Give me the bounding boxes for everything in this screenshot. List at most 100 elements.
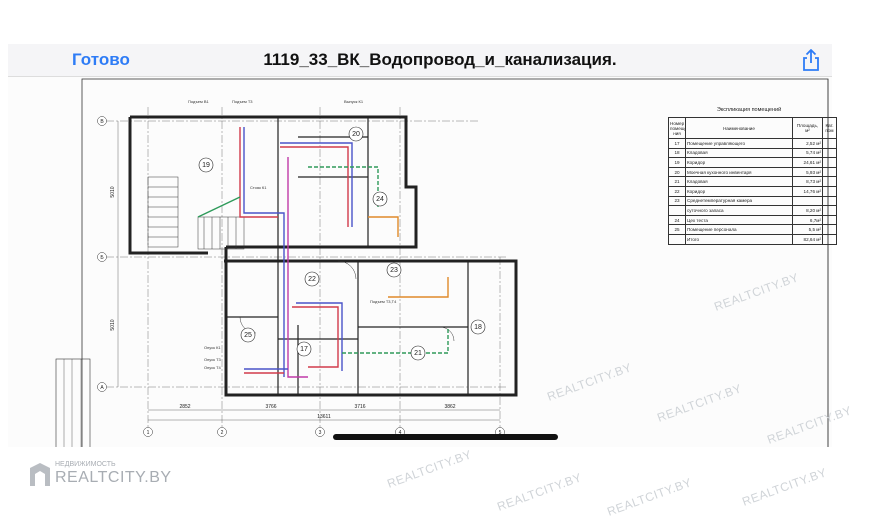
- table-header-cell: Площадь, м²: [792, 117, 823, 139]
- room-name-cell: суточного запаса: [685, 205, 793, 216]
- axis-label: 4: [399, 430, 402, 436]
- room-number: 19: [202, 162, 210, 169]
- room-num-cell: 19: [668, 157, 686, 168]
- room-cat-cell: [822, 195, 837, 207]
- room-number: 20: [352, 131, 360, 138]
- floor-plan: В Б А 1 2 3 4 5 2852 3766 3716 3862 1361…: [55, 78, 829, 447]
- room-num-cell: [668, 233, 686, 245]
- done-button[interactable]: Готово: [72, 50, 130, 69]
- room-num-cell: 20: [668, 166, 686, 178]
- dimension-label: 5010: [110, 319, 116, 330]
- room-num-cell: 24: [668, 214, 686, 226]
- room-name-cell: Коридор: [685, 185, 793, 197]
- plan-note: Опуск Т4: [204, 365, 222, 370]
- axis-label: Б: [100, 255, 104, 261]
- room-num-cell: 21: [668, 176, 686, 187]
- room-number: 17: [300, 346, 308, 353]
- room-cat-cell: [822, 233, 837, 245]
- room-cat-cell: [822, 176, 837, 187]
- watermark-text: REALTCITY.BY: [605, 475, 694, 519]
- table-header-cell: Номер помеще-ния: [668, 117, 686, 139]
- room-name-cell: Итого: [685, 233, 793, 245]
- room-cat-cell: [822, 138, 837, 149]
- watermark-text: REALTCITY.BY: [385, 447, 474, 491]
- room-number: 18: [474, 324, 482, 331]
- room-name-cell: Коридор: [685, 157, 793, 168]
- room-cat-cell: [822, 185, 837, 197]
- table-title: Экспликация помещений: [716, 107, 782, 113]
- room-number: 25: [244, 332, 252, 339]
- room-area-cell: 5,74 м²: [792, 147, 823, 159]
- room-area-cell: 8,73 м²: [792, 176, 823, 187]
- room-cat-cell: [822, 224, 837, 235]
- room-area-cell: 8,20 м²: [792, 205, 823, 216]
- room-number: 24: [376, 196, 384, 203]
- room-num-cell: 25: [668, 224, 686, 235]
- room-cat-cell: [822, 166, 837, 178]
- room-area-cell: 5,5 м²: [792, 224, 823, 235]
- room-num-cell: 18: [668, 147, 686, 159]
- room-cat-cell: [822, 157, 837, 168]
- axis-label: 1: [147, 430, 150, 436]
- watermark-brand-small: НЕДВИЖИМОСТЬ: [55, 461, 116, 468]
- share-icon[interactable]: [800, 48, 822, 72]
- room-area-cell: 2,52 м²: [792, 138, 823, 149]
- document-title: 1119_33_ВК_Водопровод_и_канализация.: [263, 50, 617, 69]
- table-header-cell: Кат. пом: [822, 117, 837, 139]
- room-number: 23: [390, 267, 398, 274]
- room-area-cell: 6,7м²: [792, 214, 823, 226]
- room-name-cell: Кладовая: [685, 147, 793, 159]
- axis-label: В: [100, 119, 104, 125]
- room-area-cell: 14,76 м²: [792, 185, 823, 197]
- table-header-row: Номер помеще-ния Наименование Площадь, м…: [668, 117, 837, 139]
- axis-label: 2: [221, 430, 224, 436]
- room-name-cell: Кладовая: [685, 176, 793, 187]
- plan-note: Опуск Т3: [204, 357, 222, 362]
- room-number: 22: [308, 276, 316, 283]
- dimension-label: 13611: [317, 414, 331, 420]
- home-indicator[interactable]: [333, 434, 558, 440]
- plan-note: Подъем Т3,Т4: [370, 299, 397, 304]
- watermark-brand: REALTCITY.BY: [55, 469, 172, 486]
- room-name-cell: Моечная кухонного инвентаря: [685, 166, 793, 178]
- room-num-cell: 23: [668, 195, 686, 207]
- room-cat-cell: [822, 214, 837, 226]
- plan-note: Опуск К1: [204, 345, 221, 350]
- room-name-cell: Помещение персонала: [685, 224, 793, 235]
- axis-label: 5: [499, 430, 502, 436]
- room-name-cell: Среднетемпературная камера: [685, 195, 793, 207]
- room-num-cell: 22: [668, 185, 686, 197]
- room-num-cell: 17: [668, 138, 686, 149]
- room-area-cell: 82,64 м²: [792, 233, 823, 245]
- room-name-cell: Цех теста: [685, 214, 793, 226]
- realtcity-logo-icon: [28, 462, 52, 488]
- plan-note: Выпуск К1: [344, 99, 364, 104]
- room-area-cell: [792, 195, 823, 207]
- axis-label: А: [100, 385, 104, 391]
- room-area-cell: 5,93 м²: [792, 166, 823, 178]
- dimension-label: 3766: [265, 404, 276, 410]
- dimension-label: 5010: [110, 186, 116, 197]
- room-cat-cell: [822, 205, 837, 216]
- room-cat-cell: [822, 147, 837, 159]
- axis-label: 3: [319, 430, 322, 436]
- watermark-text: REALTCITY.BY: [740, 465, 829, 509]
- dimension-label: 2852: [179, 404, 190, 410]
- room-schedule-table: Экспликация помещений Номер помеще-ния Н…: [668, 107, 837, 245]
- room-number: 21: [414, 350, 422, 357]
- plan-note: Подъем Т3: [232, 99, 253, 104]
- watermark-text: REALTCITY.BY: [495, 470, 584, 514]
- room-num-cell: [668, 205, 686, 216]
- plan-note: Стояк К1: [250, 185, 267, 190]
- dimension-label: 3862: [444, 404, 455, 410]
